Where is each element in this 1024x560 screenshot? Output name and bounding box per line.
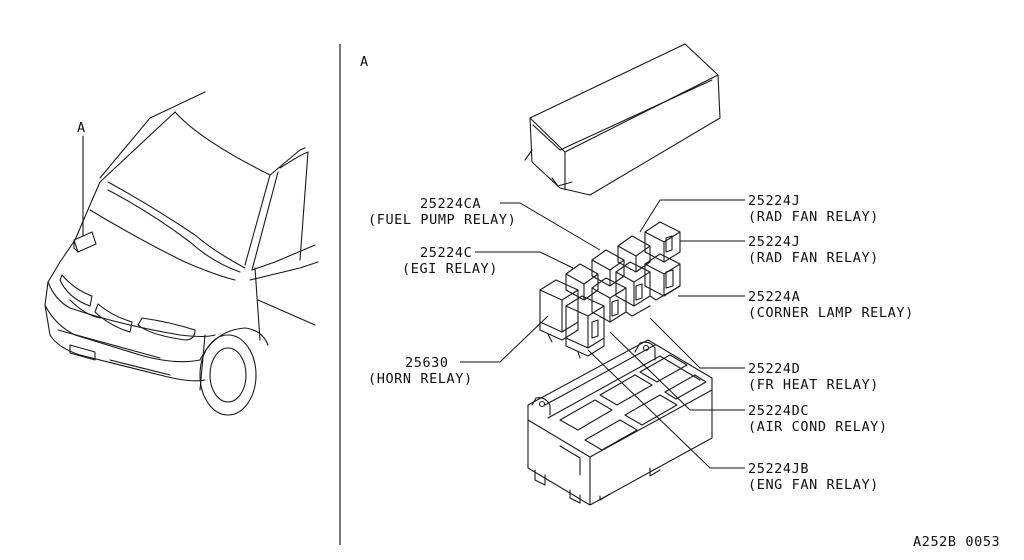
detail-view-label: A: [360, 54, 369, 70]
car-view-label: A: [77, 120, 86, 136]
part-number: 25224J: [748, 193, 800, 209]
part-label-egi-relay: 25224C (EGI RELAY): [402, 245, 498, 277]
part-label-air-cond-relay: 25224DC (AIR COND RELAY): [748, 403, 888, 435]
relay-cluster: [539, 221, 681, 359]
part-number: 25224D: [748, 361, 800, 377]
part-label-corner-lamp-relay: 25224A (CORNER LAMP RELAY): [748, 289, 914, 321]
part-number: 25224CA: [420, 196, 481, 212]
part-number: 25224JB: [748, 461, 809, 477]
part-label-fr-heat-relay: 25224D (FR HEAT RELAY): [748, 361, 879, 393]
part-number: 25224A: [748, 289, 800, 305]
part-name: (FUEL PUMP RELAY): [368, 212, 516, 228]
part-number: 25224C: [420, 245, 472, 261]
relay-box-base: [527, 339, 713, 506]
vehicle-front-view: [44, 91, 319, 416]
part-number: 25224DC: [748, 403, 809, 419]
part-name: (CORNER LAMP RELAY): [748, 305, 914, 321]
part-label-fuel-pump-relay: 25224CA (FUEL PUMP RELAY): [368, 196, 516, 228]
part-label-rad-fan-relay-1: 25224J (RAD FAN RELAY): [748, 193, 879, 225]
drawing-code: A252B 0053: [913, 534, 1000, 550]
relay-box-cover: [524, 43, 721, 196]
part-label-eng-fan-relay: 25224JB (ENG FAN RELAY): [748, 461, 879, 493]
part-label-rad-fan-relay-2: 25224J (RAD FAN RELAY): [748, 234, 879, 266]
part-name: (FR HEAT RELAY): [748, 377, 879, 393]
part-name: (RAD FAN RELAY): [748, 209, 879, 225]
leader-lines: [460, 199, 745, 469]
part-name: (HORN RELAY): [368, 371, 473, 387]
part-name: (RAD FAN RELAY): [748, 250, 879, 266]
part-name: (EGI RELAY): [402, 261, 498, 277]
part-number: 25630: [405, 355, 449, 371]
part-name: (AIR COND RELAY): [748, 419, 888, 435]
part-label-horn-relay: 25630 (HORN RELAY): [368, 355, 473, 387]
part-number: 25224J: [748, 234, 800, 250]
part-name: (ENG FAN RELAY): [748, 477, 879, 493]
